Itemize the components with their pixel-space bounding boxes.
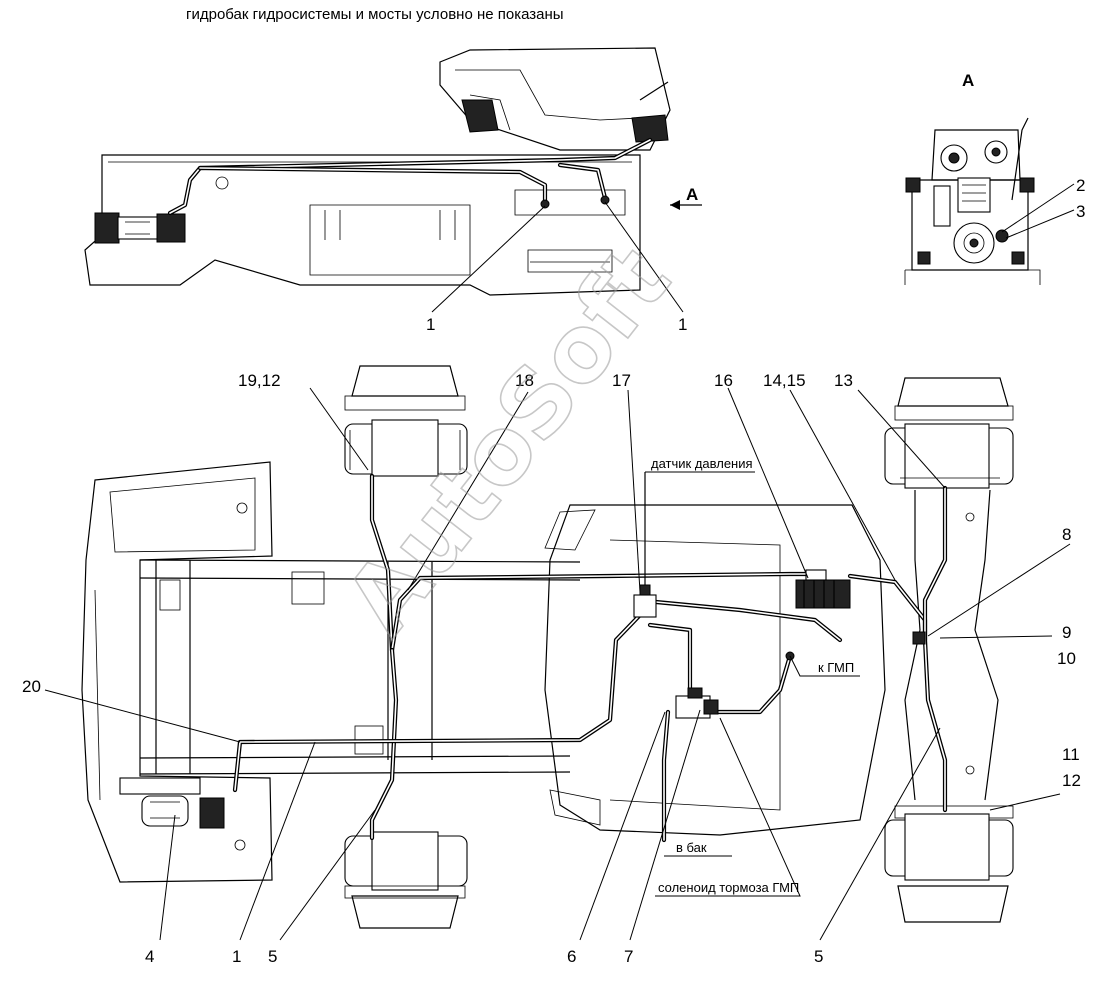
wheel-rear-top — [344, 365, 468, 477]
reservoir-pump — [119, 777, 225, 829]
callout-12: 12 — [1062, 771, 1081, 790]
frame-rails — [139, 559, 581, 775]
callout-19-12: 19,12 — [238, 371, 281, 390]
diagram-caption: гидробак гидросистемы и мосты условно не… — [186, 6, 564, 23]
side-view-pipes — [167, 137, 653, 216]
front-platform — [544, 504, 886, 836]
hydraulic-hoses — [232, 473, 948, 843]
callout-14-15: 14,15 — [763, 371, 806, 390]
plan-view: 19,12 18 17 16 14,15 13 8 9 10 20 11 12 … — [22, 365, 1081, 966]
callout-2: 2 — [1076, 176, 1085, 195]
callout-9: 9 — [1062, 623, 1071, 642]
side-view: А 1 1 — [84, 47, 702, 334]
view-a-title: А — [962, 71, 974, 90]
callout-10: 10 — [1057, 649, 1076, 668]
callout-16: 16 — [714, 371, 733, 390]
callout-1-top-right: 1 — [678, 315, 687, 334]
steering-fitting — [912, 631, 926, 645]
callout-8: 8 — [1062, 525, 1071, 544]
front-axle-beam — [904, 489, 999, 801]
callout-3: 3 — [1076, 202, 1085, 221]
wheel-front-bottom — [884, 805, 1014, 923]
callout-4: 4 — [145, 947, 154, 966]
callout-6: 6 — [567, 947, 576, 966]
callout-leaders — [44, 387, 1071, 941]
callout-18: 18 — [515, 371, 534, 390]
callout-11: 11 — [1062, 745, 1080, 764]
wheel-rear-bottom — [344, 831, 468, 929]
label-pressure-sensor: датчик давления — [651, 456, 753, 471]
callout-7: 7 — [624, 947, 633, 966]
view-arrow-head — [670, 200, 680, 210]
label-to-tank: в бак — [676, 840, 707, 855]
callout-13: 13 — [834, 371, 853, 390]
cab-outline — [81, 461, 273, 883]
view-a: А 2 3 — [904, 71, 1085, 285]
pressure-sensor-block — [633, 472, 657, 618]
callout-17: 17 — [612, 371, 631, 390]
distribution-block — [795, 569, 851, 609]
callout-1-top-left: 1 — [426, 315, 435, 334]
wheel-front-top — [884, 377, 1014, 489]
callout-5-right: 5 — [814, 947, 823, 966]
callout-20: 20 — [22, 677, 41, 696]
mount-bolt — [215, 176, 229, 190]
callout-5-left: 5 — [268, 947, 277, 966]
callout-1-bottom: 1 — [232, 947, 241, 966]
solenoid-valve — [675, 687, 719, 719]
label-gmp-brake-solenoid: соленоид тормоза ГМП — [658, 880, 799, 895]
hydraulic-cylinder — [94, 212, 186, 244]
label-to-gmp: к ГМП — [818, 660, 854, 675]
view-arrow-label: А — [686, 185, 698, 204]
